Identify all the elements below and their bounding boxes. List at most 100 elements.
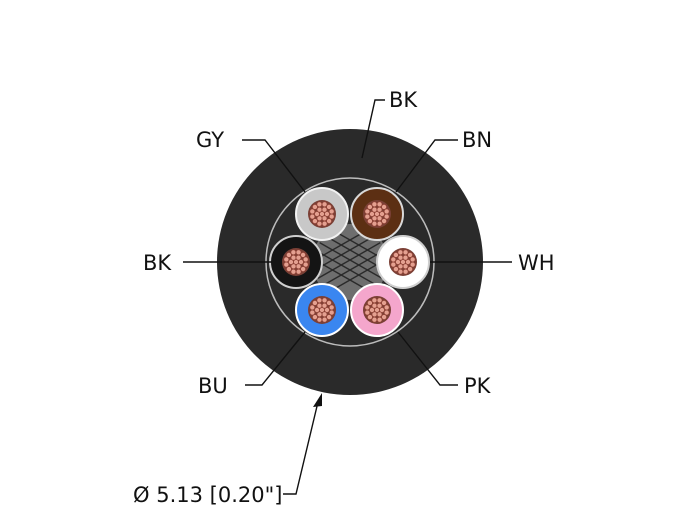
copper-strand: [326, 203, 333, 210]
leader-diameter: [283, 401, 319, 495]
copper-strand: [283, 261, 290, 268]
copper-strand: [383, 304, 390, 311]
wire-black: [269, 235, 323, 289]
copper-strand: [300, 251, 307, 258]
copper-strand: [376, 220, 383, 227]
copper-strand: [300, 266, 307, 273]
copper-strand: [309, 304, 316, 311]
copper-strand: [323, 210, 330, 217]
copper-strand: [376, 201, 383, 208]
copper-strand: [397, 249, 404, 256]
copper-strand: [323, 306, 330, 313]
copper-strand: [368, 306, 375, 313]
copper-strand: [364, 309, 371, 316]
wire-group: [269, 187, 430, 337]
copper-strand: [397, 268, 404, 275]
leader-bottom-right-pk: [397, 331, 458, 386]
label-bottom-left-bu: BU: [198, 374, 228, 398]
copper-strand: [283, 256, 290, 263]
copper-strand: [366, 218, 373, 225]
wire-white: [376, 235, 430, 289]
copper-strand: [390, 256, 397, 263]
copper-strand: [290, 268, 297, 275]
label-top-left-gy: GY: [196, 128, 224, 152]
copper-strand: [368, 210, 375, 217]
copper-strand: [394, 258, 401, 265]
copper-strand: [285, 266, 292, 273]
copper-strand: [295, 249, 302, 256]
copper-strand: [371, 220, 378, 227]
copper-strand: [404, 258, 411, 265]
copper-strand: [290, 249, 297, 256]
copper-strand: [366, 299, 373, 306]
copper-strand: [407, 251, 414, 258]
label-diameter: Ø 5.13 [0.20"]: [133, 483, 282, 507]
copper-strand: [295, 268, 302, 275]
wire-gray: [295, 187, 349, 241]
copper-strand: [376, 316, 383, 323]
wire-brown: [350, 187, 404, 241]
copper-strand: [311, 314, 318, 321]
copper-strand: [302, 256, 309, 263]
copper-strand: [390, 261, 397, 268]
copper-strand: [311, 299, 318, 306]
wire-blue: [295, 283, 349, 337]
copper-strand: [371, 316, 378, 323]
label-top-bk: BK: [389, 88, 418, 112]
copper-strand: [366, 314, 373, 321]
copper-strand: [328, 304, 335, 311]
copper-strand: [371, 297, 378, 304]
copper-strand: [321, 297, 328, 304]
copper-strand: [371, 201, 378, 208]
copper-strand: [364, 208, 371, 215]
copper-strand: [409, 256, 416, 263]
copper-strand: [287, 258, 294, 265]
diameter-arrowhead: [313, 393, 322, 407]
copper-strand: [316, 201, 323, 208]
copper-strand: [321, 316, 328, 323]
copper-strand: [376, 297, 383, 304]
leader-top-left-gy: [242, 139, 306, 193]
copper-strand: [381, 299, 388, 306]
wire-pink: [350, 283, 404, 337]
copper-strand: [316, 220, 323, 227]
copper-strand: [326, 299, 333, 306]
leader-bottom-left-bu: [245, 331, 306, 386]
copper-strand: [381, 203, 388, 210]
label-top-right-bn: BN: [462, 128, 492, 152]
copper-strand: [313, 210, 320, 217]
copper-strand: [285, 251, 292, 258]
copper-strand: [364, 304, 371, 311]
leader-lines: [183, 99, 512, 495]
copper-strand: [383, 208, 390, 215]
copper-strand: [326, 218, 333, 225]
copper-strand: [309, 213, 316, 220]
copper-strand: [316, 316, 323, 323]
copper-strand: [407, 266, 414, 273]
copper-strand: [378, 306, 385, 313]
copper-strand: [392, 251, 399, 258]
leader-top-right-bn: [395, 139, 458, 193]
copper-strand: [378, 210, 385, 217]
label-right-wh: WH: [518, 251, 555, 275]
copper-strand: [402, 249, 409, 256]
copper-strand: [321, 220, 328, 227]
copper-strand: [313, 306, 320, 313]
copper-strand: [311, 218, 318, 225]
copper-strand: [366, 203, 373, 210]
copper-strand: [328, 208, 335, 215]
copper-strand: [402, 268, 409, 275]
copper-strand: [381, 218, 388, 225]
copper-strand: [297, 258, 304, 265]
copper-strand: [316, 297, 323, 304]
copper-strand: [311, 203, 318, 210]
copper-strand: [326, 314, 333, 321]
copper-strand: [309, 309, 316, 316]
copper-strand: [364, 213, 371, 220]
copper-strand: [321, 201, 328, 208]
wire-labels: BK GY BN BK WH BU PK Ø 5.13 [0.20"]: [133, 88, 555, 507]
leader-top-bk: [361, 99, 385, 159]
label-left-bk: BK: [143, 251, 172, 275]
copper-strand: [381, 314, 388, 321]
